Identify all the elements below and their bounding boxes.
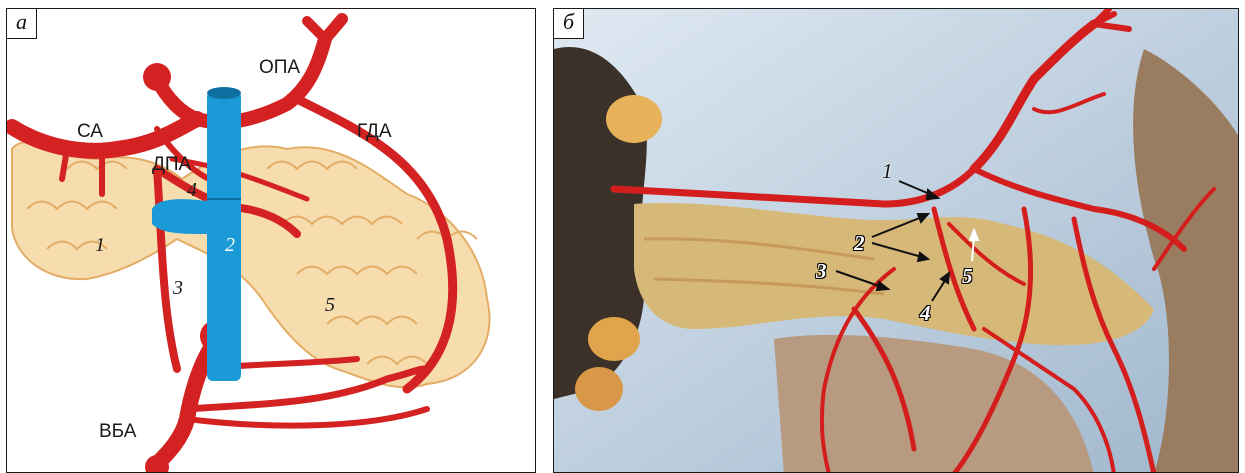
label-dorsal-pancreatic-artery: ДПА xyxy=(152,154,191,176)
photo-number-4: 4 xyxy=(920,301,931,326)
yellow-nodule-top xyxy=(606,95,662,143)
number-5: 5 xyxy=(325,294,335,317)
label-common-hepatic-artery: ОПА xyxy=(259,57,300,79)
photo-number-2: 2 xyxy=(854,231,865,256)
schematic-panel: а xyxy=(6,8,536,473)
number-1: 1 xyxy=(95,234,105,257)
number-4: 4 xyxy=(187,179,197,202)
photo-number-5: 5 xyxy=(962,264,973,289)
label-superior-mesenteric-artery: ВБА xyxy=(99,421,136,443)
yellow-nodule-bottom-2 xyxy=(575,367,623,411)
photo-number-1: 1 xyxy=(882,159,893,184)
yellow-nodule-bottom-1 xyxy=(588,317,640,361)
panel-tag-a: а xyxy=(7,9,37,39)
photo-number-3: 3 xyxy=(816,259,827,284)
number-2: 2 xyxy=(225,234,235,257)
label-splenic-artery: СА xyxy=(77,121,103,143)
label-gastroduodenal-artery: ГДА xyxy=(357,121,392,143)
photo-specimen xyxy=(554,9,1239,473)
photo-panel: б xyxy=(553,8,1239,473)
panel-tag-b: б xyxy=(554,9,584,39)
number-3: 3 xyxy=(173,277,183,300)
